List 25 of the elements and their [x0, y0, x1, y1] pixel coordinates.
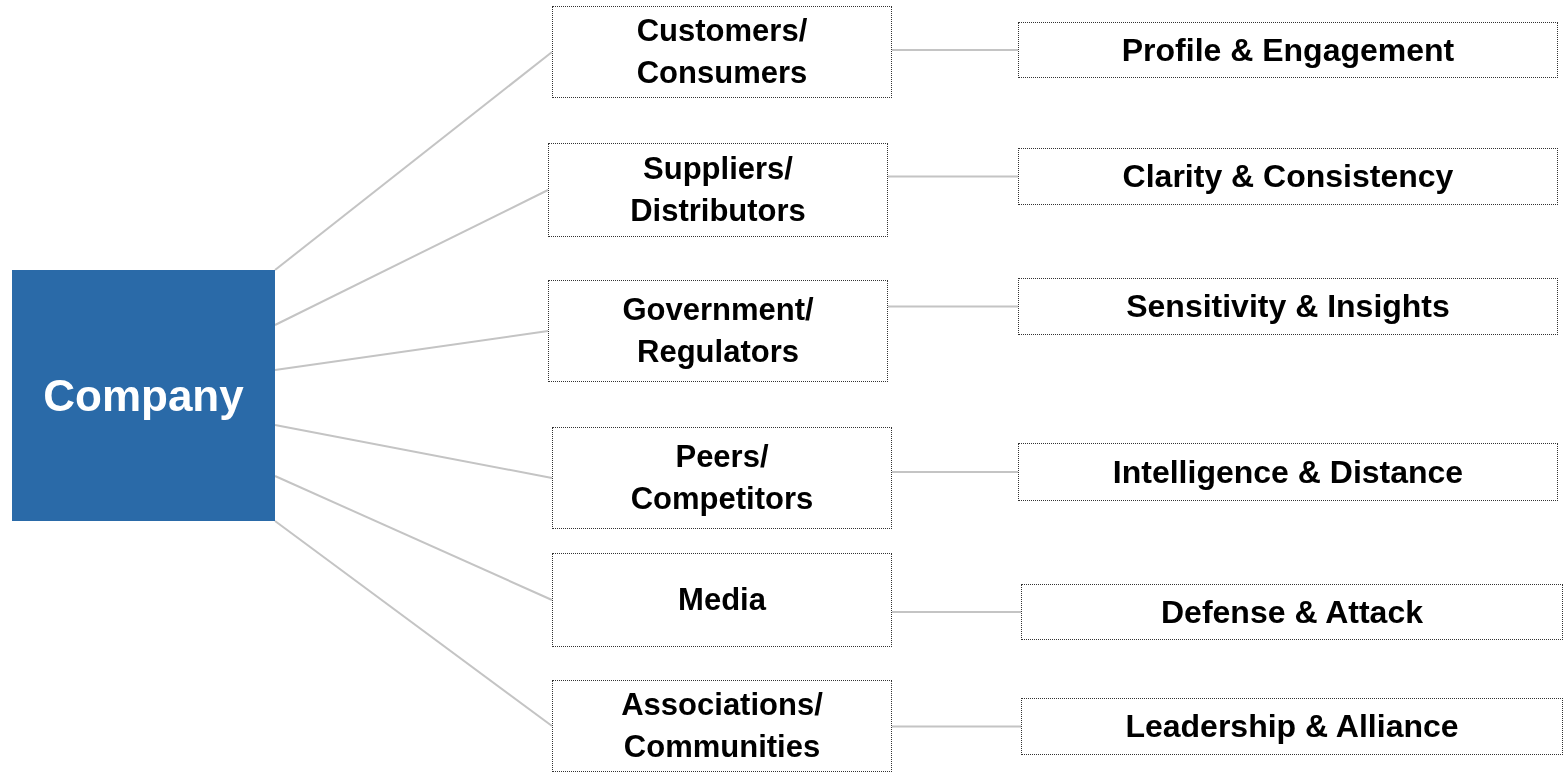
stakeholder-box: Associations/ Communities [552, 680, 892, 772]
approach-box: Profile & Engagement [1018, 22, 1558, 78]
stakeholder-box: Suppliers/ Distributors [548, 143, 888, 237]
approach-box: Clarity & Consistency [1018, 148, 1558, 205]
approach-box: Leadership & Alliance [1021, 698, 1563, 755]
connector-line [891, 725, 1022, 728]
stakeholder-box: Media [552, 553, 892, 647]
connector-line [891, 471, 1019, 473]
connector-line [887, 305, 1019, 308]
connector-line [274, 475, 553, 601]
connector-line [274, 51, 553, 271]
stakeholder-box: Customers/ Consumers [552, 6, 892, 98]
entity-box: Company [12, 270, 275, 521]
stakeholder-box: Peers/ Competitors [552, 427, 892, 529]
connector-line [891, 611, 1022, 613]
connector-line [891, 49, 1019, 51]
approach-box: Defense & Attack [1021, 584, 1563, 640]
connector-line [887, 175, 1019, 178]
stakeholder-box: Government/ Regulators [548, 280, 888, 382]
approach-box: Intelligence & Distance [1018, 443, 1558, 501]
connector-line [274, 424, 553, 479]
connector-line [274, 189, 549, 326]
approach-box: Sensitivity & Insights [1018, 278, 1558, 335]
connector-line [274, 520, 553, 727]
connector-line [274, 330, 549, 371]
